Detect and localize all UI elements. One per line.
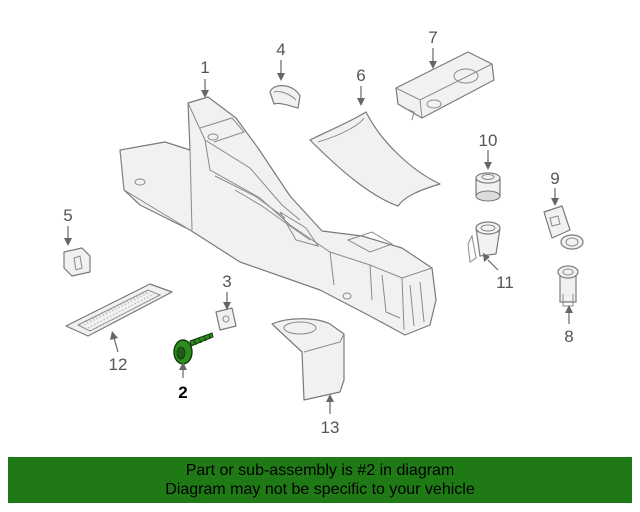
part-12-mat[interactable] xyxy=(65,283,173,337)
part-2-screw[interactable] xyxy=(173,332,214,365)
label-part-4[interactable]: 4 xyxy=(276,40,285,59)
part-3-clip-nut[interactable] xyxy=(215,307,237,331)
label-part-1[interactable]: 1 xyxy=(200,58,209,77)
label-part-6[interactable]: 6 xyxy=(356,66,365,85)
label-part-5[interactable]: 5 xyxy=(63,206,72,225)
part-info-banner: Part or sub-assembly is #2 in diagram Di… xyxy=(8,457,632,503)
leader-lines xyxy=(64,48,573,414)
part-11-lighter-socket[interactable] xyxy=(467,221,501,263)
label-part-12[interactable]: 12 xyxy=(109,355,128,374)
label-part-11[interactable]: 11 xyxy=(496,273,514,292)
part-9-lighter-bracket[interactable] xyxy=(543,205,584,250)
banner-line-disclaimer: Diagram may not be specific to your vehi… xyxy=(165,481,475,498)
callout-labels: 1 2 3 4 5 6 7 8 9 10 11 12 13 xyxy=(63,28,573,437)
part-10-lighter[interactable] xyxy=(475,172,501,202)
label-part-8[interactable]: 8 xyxy=(564,327,573,346)
label-part-3[interactable]: 3 xyxy=(222,272,231,291)
label-part-10[interactable]: 10 xyxy=(479,131,498,150)
part-5-clip[interactable] xyxy=(63,247,91,277)
part-4-bracket[interactable] xyxy=(269,85,301,109)
part-8-power-socket[interactable] xyxy=(557,265,579,307)
part-1-center-console[interactable] xyxy=(119,96,437,336)
label-part-7[interactable]: 7 xyxy=(428,28,437,47)
banner-line-part-number: Part or sub-assembly is #2 in diagram xyxy=(185,462,455,479)
label-part-9[interactable]: 9 xyxy=(550,169,559,188)
label-part-2[interactable]: 2 xyxy=(178,383,187,402)
part-13-rear-panel[interactable] xyxy=(271,318,345,401)
part-7-cupholder-tray[interactable] xyxy=(395,51,495,121)
label-part-13[interactable]: 13 xyxy=(321,418,340,437)
part-6-trim-panel[interactable] xyxy=(309,111,441,207)
parts-diagram: 1 2 3 4 5 6 7 8 9 10 11 12 13 xyxy=(63,28,584,437)
